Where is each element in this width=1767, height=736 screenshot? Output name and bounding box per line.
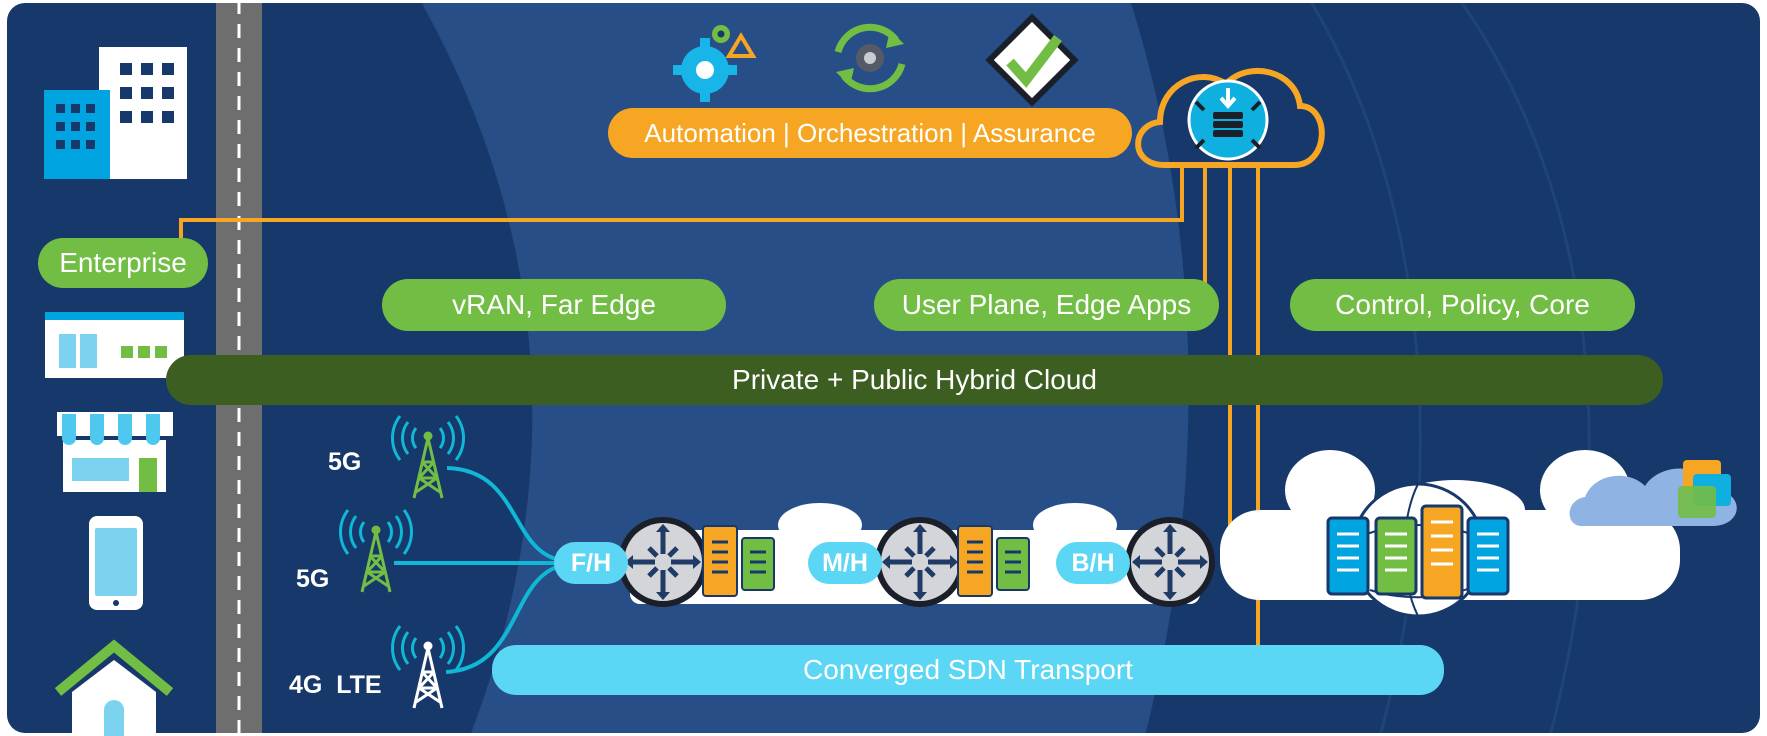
orchestration-cycle-icon — [834, 23, 906, 93]
sdn-transport-bar — [492, 645, 1444, 695]
domain-control-pill: Control, Policy, Core — [1290, 279, 1635, 331]
tower-4g-label: 4G LTE — [289, 671, 382, 699]
public-cloud-icon — [1569, 460, 1737, 526]
router-backhaul-icon — [1125, 517, 1215, 607]
automation-gears-icon — [673, 25, 757, 102]
backhaul-badge: B/H — [1056, 542, 1130, 584]
router-fronthaul-icon — [618, 517, 708, 607]
fronthaul-badge: F/H — [554, 542, 628, 584]
domain-user-plane-pill: User Plane, Edge Apps — [874, 279, 1219, 331]
server-stack-2-icon — [957, 525, 1030, 597]
right-arc-2 — [1458, 3, 1591, 733]
smartphone-icon — [89, 516, 143, 610]
office-buildings-icon — [44, 47, 187, 179]
tower-5g-top-label: 5G — [328, 448, 362, 476]
automation-banner: Automation | Orchestration | Assurance — [608, 108, 1132, 158]
home-icon — [54, 639, 174, 736]
hybrid-cloud-label: Private + Public Hybrid Cloud — [732, 364, 1097, 395]
data-center-icon — [1326, 482, 1510, 618]
server-stack-1-icon — [702, 525, 775, 597]
midhaul-badge: M/H — [808, 542, 882, 584]
radio-links — [394, 466, 561, 674]
sdn-transport-label: Converged SDN Transport — [803, 654, 1133, 685]
assurance-checkmark-icon — [985, 13, 1079, 107]
right-arc-1 — [1308, 3, 1422, 733]
router-midhaul-icon — [875, 517, 965, 607]
cloud-controller-icon — [1135, 67, 1325, 168]
domain-vran-pill: vRAN, Far Edge — [382, 279, 726, 331]
hybrid-cloud-bar — [166, 355, 1663, 405]
branch-office-icon — [45, 312, 184, 378]
enterprise-label: Enterprise — [38, 238, 208, 288]
retail-store-icon — [57, 412, 173, 492]
tower-5g-middle-label: 5G — [296, 565, 330, 593]
